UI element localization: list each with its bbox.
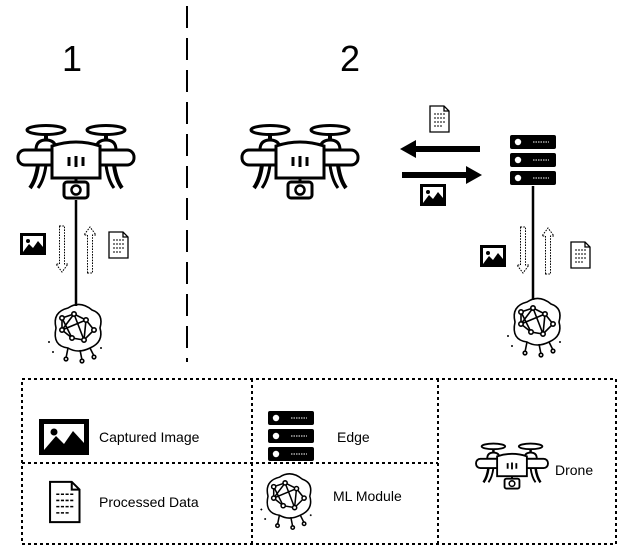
drone-icon — [16, 123, 136, 200]
document-icon — [429, 105, 450, 133]
legend-edge-label: Edge — [337, 429, 370, 445]
arrow-up-icon — [83, 226, 97, 274]
drone-icon — [474, 442, 550, 490]
brain-network-icon — [47, 303, 103, 364]
arrow-left-icon — [400, 140, 480, 158]
image-icon — [39, 419, 89, 455]
arrow-down-icon — [55, 225, 69, 273]
document-icon — [570, 241, 591, 269]
scenario-2-number: 2 — [340, 38, 361, 79]
legend-processed-data-label: Processed Data — [99, 494, 199, 510]
legend-ml-module-label: ML Module — [333, 488, 402, 504]
legend-drone-label: Drone — [555, 462, 594, 478]
legend-captured-image-label: Captured Image — [99, 429, 200, 445]
legend-box — [21, 378, 617, 545]
server-icon — [267, 410, 315, 462]
brain-network-icon — [259, 473, 313, 531]
drone-icon — [240, 123, 360, 200]
arrow-down-icon — [516, 226, 530, 274]
scenario-1-number: 1 — [62, 38, 83, 79]
server-icon — [509, 134, 557, 186]
document-icon — [108, 231, 129, 259]
brain-network-icon — [506, 297, 562, 358]
image-icon — [20, 233, 46, 255]
image-icon — [420, 184, 446, 206]
document-icon — [49, 480, 81, 524]
arrow-right-icon — [402, 166, 482, 184]
image-icon — [480, 245, 506, 267]
arrow-up-icon — [541, 227, 555, 275]
